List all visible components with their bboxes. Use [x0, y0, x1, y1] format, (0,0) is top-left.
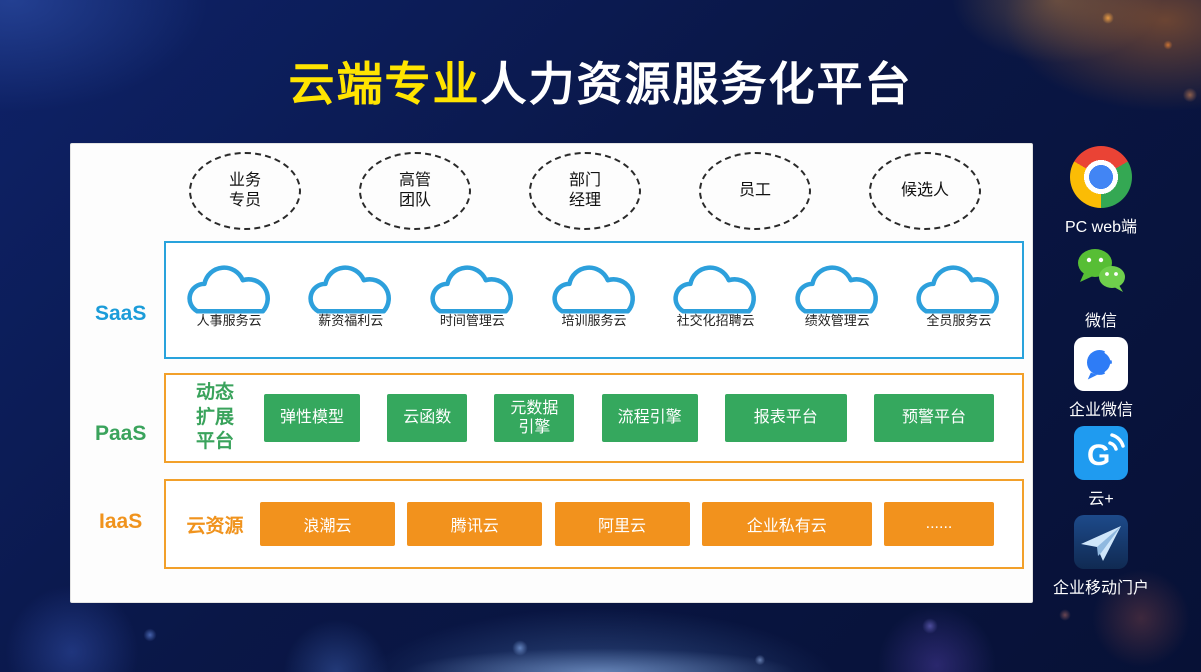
channel-label: 企业移动门户 [1052, 580, 1149, 597]
role-ellipse: 部门 经理 [529, 152, 641, 230]
paas-item: 云函数 [387, 394, 468, 442]
mobile-portal-icon [1073, 515, 1128, 569]
iaas-layer-box: 云资源 浪潮云 腾讯云 阿里云 企业私有云 ...... [164, 479, 1024, 569]
cloud-label: 社交化招聘云 [676, 313, 755, 328]
role-ellipse: 候选人 [869, 152, 981, 230]
channel-label: 企业微信 [1068, 402, 1133, 419]
cloud-label: 绩效管理云 [804, 313, 870, 328]
iaas-item: 企业私有云 [701, 502, 872, 546]
page-title: 云端专业人力资源服务化平台 [0, 48, 1201, 114]
cloud-label: 全员服务云 [926, 313, 992, 328]
iaas-item: 浪潮云 [260, 502, 395, 546]
saas-cloud-item: 时间管理云 [414, 249, 531, 351]
saas-cloud-item: 培训服务云 [536, 249, 653, 351]
saas-layer-box: 人事服务云 薪资福利云 时间管理云 培训服务云 社交化招聘云 绩效管理云 [164, 241, 1024, 359]
paas-item: 流程引擎 [601, 394, 698, 442]
channel-pc-web: PC web端 [1065, 146, 1137, 237]
cloud-label: 薪资福利云 [318, 313, 384, 328]
svg-text:G: G [1087, 439, 1110, 472]
channel-cloud-plus: G 云+ [1074, 426, 1128, 509]
channel-wechat-work: 企业微信 [1069, 337, 1133, 420]
iaas-item: 腾讯云 [407, 502, 543, 546]
page-title-highlight: 云端专业 [288, 58, 481, 110]
paas-item: 报表平台 [724, 394, 847, 442]
layer-label-saas: SaaS [95, 302, 147, 325]
layer-label-iaas: IaaS [99, 510, 143, 533]
paas-item: 元数据 引擎 [494, 394, 575, 442]
cloud-plus-icon: G [1074, 426, 1128, 480]
saas-cloud-item: 绩效管理云 [779, 249, 896, 351]
saas-cloud-item: 社交化招聘云 [657, 249, 774, 351]
wechat-work-icon [1073, 337, 1128, 391]
role-ellipse: 员工 [699, 152, 811, 230]
wechat-icon [1074, 243, 1128, 302]
cloud-label: 时间管理云 [439, 313, 505, 328]
role-ellipse: 业务 专员 [189, 152, 301, 230]
iaas-side-label: 云资源 [186, 515, 244, 537]
role-ellipse: 高管 团队 [359, 152, 471, 230]
architecture-panel: 业务 专员 高管 团队 部门 经理 员工 候选人 SaaS PaaS IaaS … [70, 143, 1033, 603]
paas-items-row: 弹性模型 云函数 元数据 引擎 流程引擎 报表平台 预警平台 [264, 394, 994, 442]
chrome-icon [1070, 146, 1132, 208]
paas-layer-box: 动态 扩展 平台 弹性模型 云函数 元数据 引擎 流程引擎 报表平台 预警平台 [164, 373, 1024, 463]
paas-item: 预警平台 [874, 394, 994, 442]
page-title-rest: 人力资源服务化平台 [480, 58, 913, 110]
user-roles-row: 业务 专员 高管 团队 部门 经理 员工 候选人 [189, 152, 981, 230]
cloud-label: 人事服务云 [196, 313, 262, 328]
cloud-label: 培训服务云 [561, 313, 627, 328]
paas-side-label: 动态 扩展 平台 [195, 381, 234, 453]
saas-cloud-item: 全员服务云 [900, 249, 1017, 351]
saas-cloud-item: 人事服务云 [171, 249, 288, 351]
access-channels-column: PC web端 微信 企业微信 [1040, 146, 1162, 604]
layer-label-paas: PaaS [95, 422, 147, 445]
channel-wechat: 微信 [1074, 243, 1128, 331]
iaas-item: 阿里云 [554, 502, 690, 546]
channel-mobile-portal: 企业移动门户 [1053, 515, 1149, 598]
channel-label: 云+ [1088, 491, 1114, 508]
iaas-item: ...... [884, 502, 994, 546]
paas-item: 弹性模型 [264, 394, 361, 442]
saas-cloud-item: 薪资福利云 [292, 249, 409, 351]
channel-label: 微信 [1084, 313, 1117, 330]
channel-label: PC web端 [1064, 219, 1138, 236]
iaas-items-row: 浪潮云 腾讯云 阿里云 企业私有云 ...... [260, 502, 994, 546]
